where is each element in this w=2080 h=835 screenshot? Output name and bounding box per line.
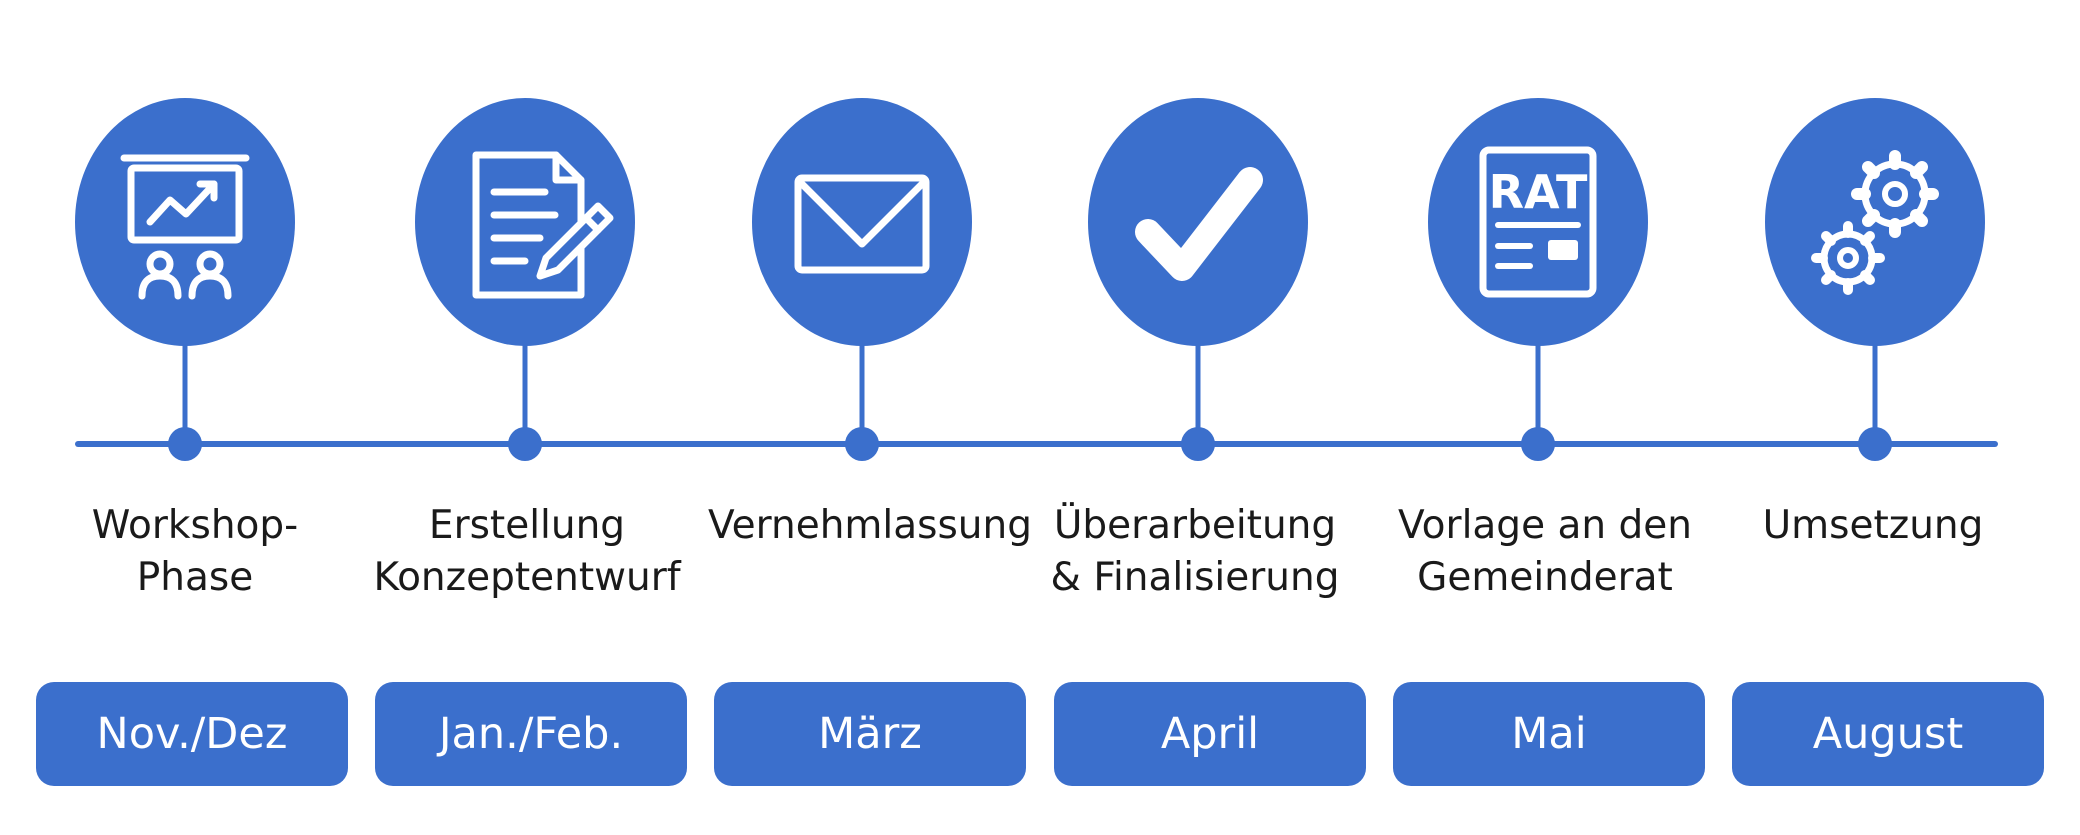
envelope-icon [794,174,930,274]
step-marker-1 [75,98,295,461]
step-marker-3 [752,98,972,461]
step-label-4: Überarbeitung & Finalisierung [1050,503,1340,600]
council-icon-text: RAT [1489,165,1588,219]
date-pill-4: April [1054,682,1366,786]
node-dot-2 [508,427,542,461]
date-pill-2: Jan./Feb. [375,682,687,786]
node-dot-3 [845,427,879,461]
gears-icon [1811,150,1939,295]
step-label-2: Erstellung Konzeptentwurf [373,503,681,600]
date-pill-3: März [714,682,1026,786]
date-pill-5: Mai [1393,682,1705,786]
step-label-5: Vorlage an den Gemeinderat [1398,503,1692,600]
node-dot-6 [1858,427,1892,461]
node-dot-5 [1521,427,1555,461]
step-marker-4 [1088,98,1308,461]
icon-circle-4 [1088,98,1308,346]
date-pill-1: Nov./Dez [36,682,348,786]
council-document-icon: RAT [1479,146,1597,298]
icon-circle-1 [75,98,295,346]
date-pill-6: August [1732,682,2044,786]
document-edit-icon [472,151,614,299]
step-marker-5: RAT [1428,98,1648,461]
presentation-chart-icon [120,154,250,300]
step-marker-2 [415,98,635,461]
step-label-1: Workshop- Phase [91,503,299,600]
step-marker-6 [1765,98,1985,461]
checkmark-icon [1135,167,1263,281]
step-label-3: Vernehmlassung [708,503,1032,548]
step-label-6: Umsetzung [1762,503,1984,548]
node-dot-4 [1181,427,1215,461]
node-dot-1 [168,427,202,461]
icon-circle-3 [752,98,972,346]
